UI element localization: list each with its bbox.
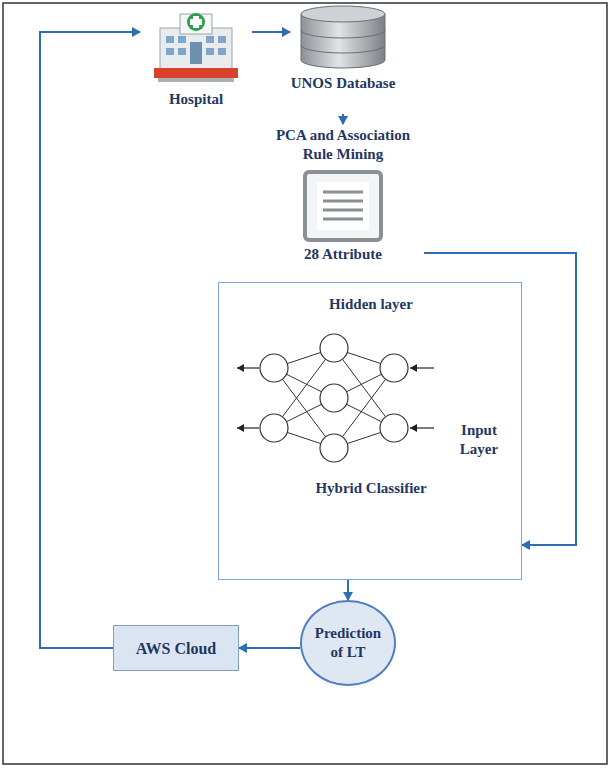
flow-arrow xyxy=(40,32,140,648)
node-label: PCA and Association Rule Mining xyxy=(262,126,424,164)
aws-box: AWS Cloud xyxy=(113,625,239,671)
flow-arrow xyxy=(239,647,300,649)
document-icon xyxy=(303,170,383,242)
node-label: Hospital xyxy=(140,90,252,109)
neural-network xyxy=(229,323,441,475)
database-cylinder xyxy=(298,4,388,70)
outer-frame xyxy=(3,3,607,764)
node-label: AWS Cloud xyxy=(136,639,216,658)
node-label: Hidden layer xyxy=(301,295,441,314)
flow-arrow xyxy=(347,580,349,600)
flow-arrow xyxy=(252,31,290,33)
node-label: 28 Attribute xyxy=(262,245,424,264)
node-label: Input Layer xyxy=(441,421,517,459)
classifier-box: Hidden layerInput LayerHybrid Classifier xyxy=(218,282,522,580)
document-node: PCA and Association Rule Mining 28 Attrib… xyxy=(262,124,424,266)
hospital-icon xyxy=(154,6,238,86)
node-label: Hybrid Classifier xyxy=(301,479,441,498)
node-label: Prediction of LT xyxy=(311,624,385,662)
flow-arrow xyxy=(342,114,344,124)
node-label: UNOS Database xyxy=(290,74,396,93)
database-node: UNOS Database xyxy=(290,4,396,114)
prediction-circle: Prediction of LT xyxy=(300,600,396,686)
hospital-node: Hospital xyxy=(140,4,252,112)
